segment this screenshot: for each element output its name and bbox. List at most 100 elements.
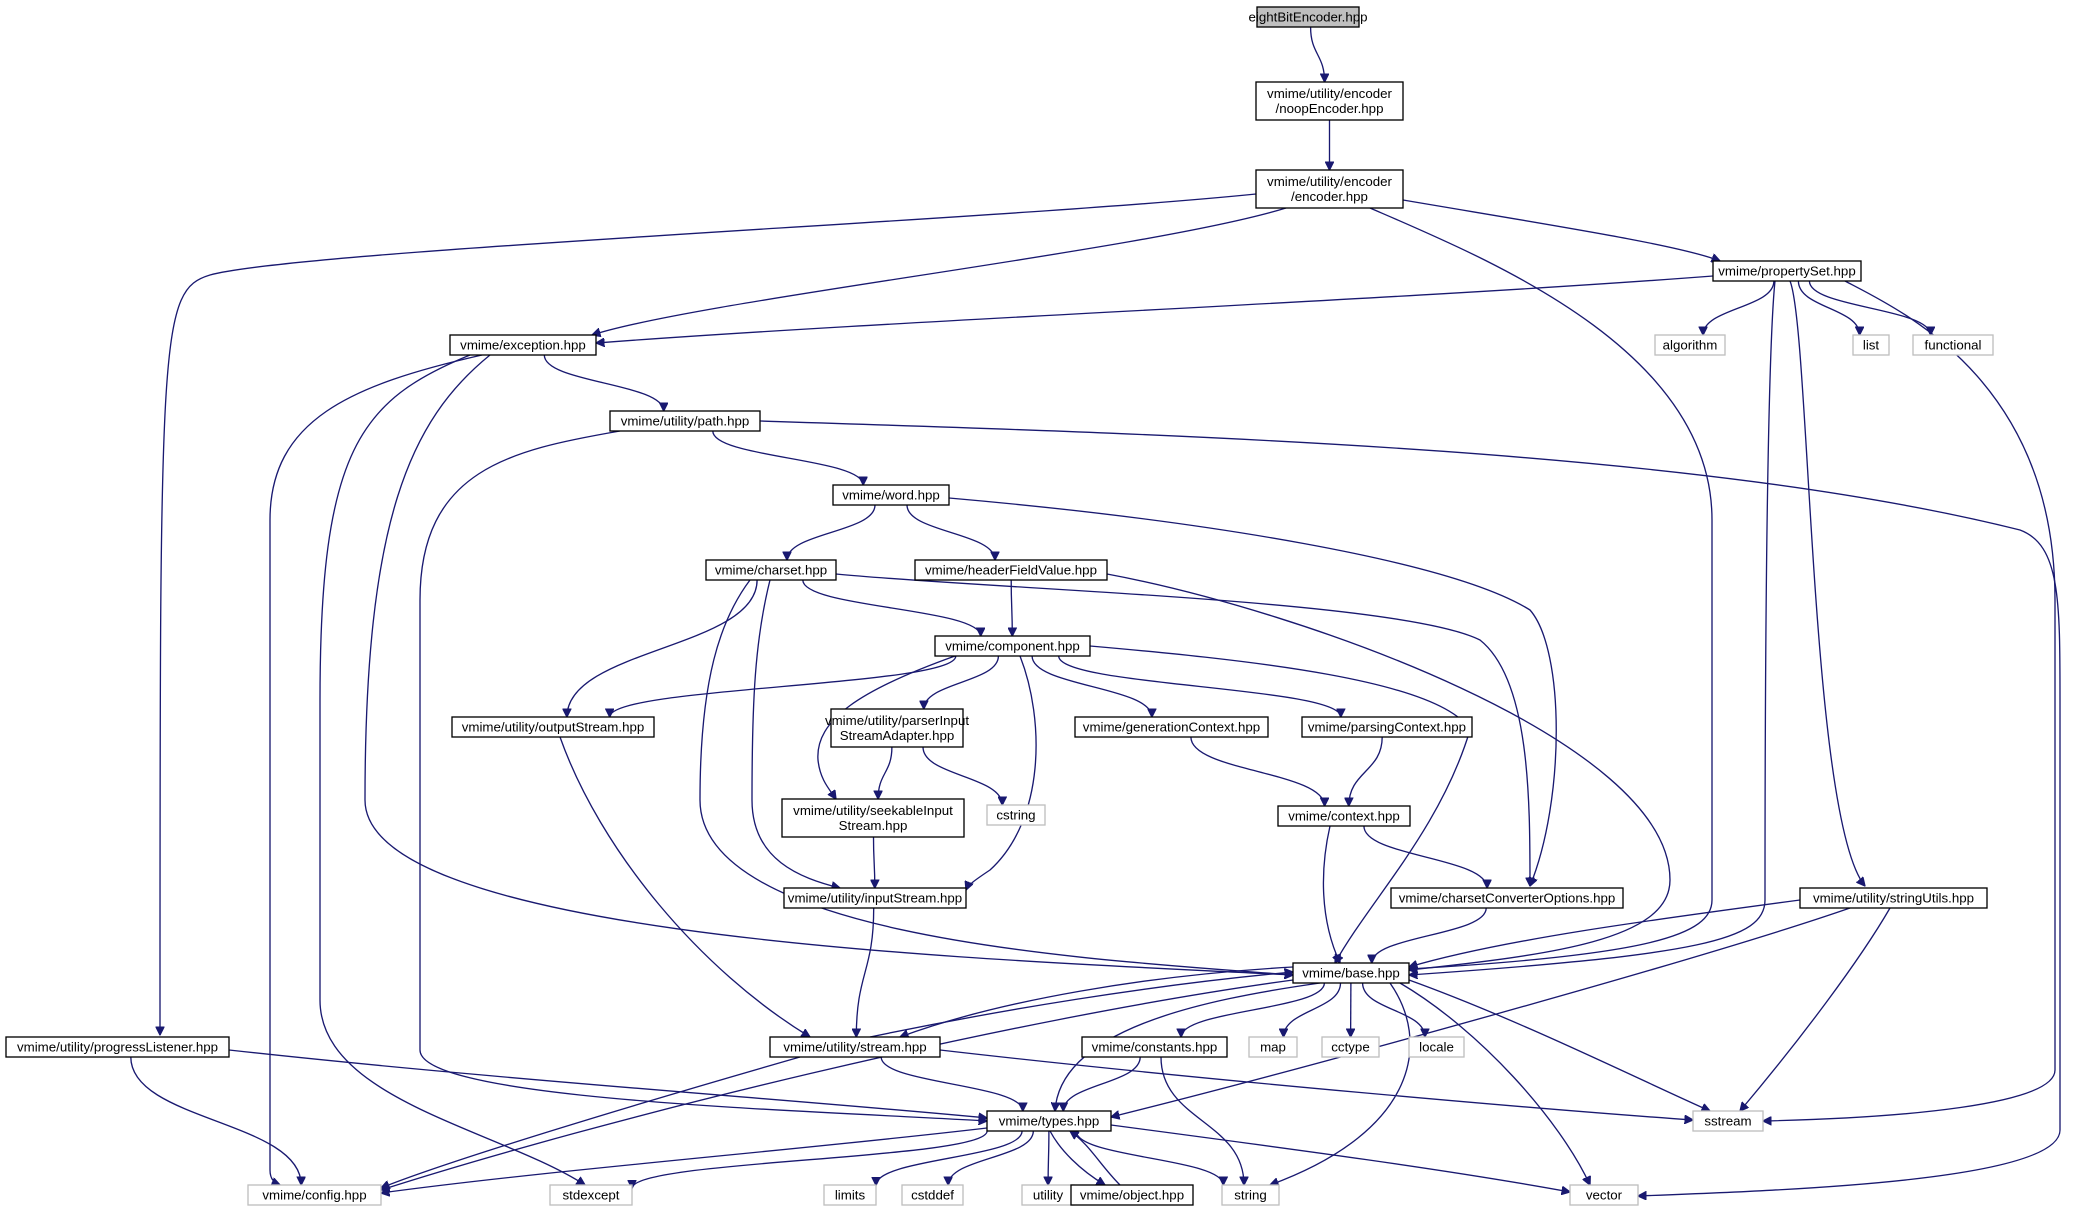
node-label-types: vmime/types.hpp (999, 1114, 1100, 1129)
node-label-noopEncoder-line-1: vmime/utility/encoder (1267, 86, 1392, 101)
node-box-cstddef (901, 1184, 964, 1206)
node-word[interactable]: vmime/word.hpp (832, 484, 950, 506)
node-label-cstring: cstring (996, 808, 1035, 823)
node-object[interactable]: vmime/object.hpp (1070, 1184, 1194, 1206)
node-box-cctype (1321, 1036, 1380, 1058)
node-label-noopEncoder-line-2: /noopEncoder.hpp (1276, 101, 1384, 116)
edge-component-to-outputStream (610, 655, 957, 717)
edge-stringUtils-to-base (1409, 899, 1801, 967)
node-propertySet[interactable]: vmime/propertySet.hpp (1712, 260, 1862, 282)
node-inputStream[interactable]: vmime/utility/inputStream.hpp (783, 887, 967, 909)
node-parserInputStreamAdapter[interactable]: vmime/utility/parserInputStreamAdapter.h… (825, 708, 969, 748)
edge-constants-to-string (1160, 1056, 1244, 1185)
node-box-path (609, 410, 761, 432)
node-box-parserInputStreamAdapter (830, 708, 964, 748)
node-charset[interactable]: vmime/charset.hpp (705, 559, 837, 581)
edge-stream-to-base (869, 972, 1293, 1038)
edge-charset-to-inputStream (751, 579, 840, 888)
edge-context-to-charsetConverterOptions (1363, 825, 1487, 888)
node-box-outputStream (451, 716, 655, 738)
node-box-charset (705, 559, 837, 581)
edge-charset-to-component (802, 579, 981, 636)
node-label-path: vmime/utility/path.hpp (621, 414, 750, 429)
node-label-parserInputStreamAdapter-line-1: vmime/utility/parserInput (825, 713, 969, 728)
node-label-parsingContext: vmime/parsingContext.hpp (1308, 720, 1466, 735)
node-box-constants (1081, 1036, 1228, 1058)
node-outputStream[interactable]: vmime/utility/outputStream.hpp (451, 716, 655, 738)
node-eightBitEncoder[interactable]: eightBitEncoder.hpp (1248, 6, 1368, 28)
node-cstddef: cstddef (901, 1184, 964, 1206)
node-path[interactable]: vmime/utility/path.hpp (609, 410, 761, 432)
edge-types-to-vector (1110, 1124, 1570, 1192)
node-types[interactable]: vmime/types.hpp (986, 1110, 1112, 1132)
node-box-string (1221, 1184, 1280, 1206)
node-label-stringUtils: vmime/utility/stringUtils.hpp (1813, 891, 1974, 906)
node-box-seekableInputStream (781, 798, 965, 838)
node-component[interactable]: vmime/component.hpp (934, 635, 1091, 657)
edge-types-to-stdexcept (632, 1130, 988, 1188)
node-label-config: vmime/config.hpp (262, 1188, 366, 1203)
edge-eightBitEncoder-to-noopEncoder (1309, 26, 1325, 82)
node-label-locale: locale (1419, 1040, 1454, 1055)
node-parsingContext[interactable]: vmime/parsingContext.hpp (1301, 716, 1473, 738)
edge-propertySet-to-functional (1808, 280, 1930, 335)
node-stringUtils[interactable]: vmime/utility/stringUtils.hpp (1799, 887, 1988, 909)
node-box-parsingContext (1301, 716, 1473, 738)
node-label-base: vmime/base.hpp (1302, 966, 1400, 981)
edge-progressListener-to-types (228, 1049, 987, 1118)
edge-exception-to-base (364, 354, 1293, 975)
edge-seekableInputStream-to-inputStream (874, 836, 875, 888)
edge-types-to-object (1049, 1130, 1105, 1185)
node-sstream: sstream (1692, 1110, 1764, 1132)
node-context[interactable]: vmime/context.hpp (1277, 805, 1411, 827)
node-label-headerFieldValue: vmime/headerFieldValue.hpp (925, 563, 1097, 578)
node-string: string (1221, 1184, 1280, 1206)
node-label-propertySet: vmime/propertySet.hpp (1718, 264, 1855, 279)
edge-propertySet-to-list (1797, 280, 1859, 335)
node-box-stdexcept (549, 1184, 633, 1206)
edge-path-to-vector (759, 420, 2061, 1196)
node-label-object: vmime/object.hpp (1080, 1188, 1184, 1203)
edge-exception-to-config (269, 354, 483, 1185)
node-label-cctype: cctype (1331, 1040, 1369, 1055)
node-vector: vector (1569, 1184, 1639, 1206)
node-box-component (934, 635, 1091, 657)
edge-parserInputStreamAdapter-to-seekableInputStream (878, 746, 893, 799)
node-encoder[interactable]: vmime/utility/encoder/encoder.hpp (1255, 169, 1404, 209)
node-noopEncoder[interactable]: vmime/utility/encoder/noopEncoder.hpp (1255, 81, 1404, 121)
node-base[interactable]: vmime/base.hpp (1292, 962, 1410, 984)
node-label-context: vmime/context.hpp (1288, 809, 1400, 824)
node-box-noopEncoder (1255, 81, 1404, 121)
edge-base-to-types (1055, 982, 1321, 1111)
node-label-cstddef: cstddef (911, 1188, 954, 1203)
edge-charset-to-outputStream (567, 579, 758, 717)
node-label-charset: vmime/charset.hpp (715, 563, 827, 578)
node-box-list (1852, 334, 1890, 356)
edge-stringUtils-to-types (1111, 907, 1851, 1117)
node-label-exception: vmime/exception.hpp (460, 338, 586, 353)
node-constants[interactable]: vmime/constants.hpp (1081, 1036, 1228, 1058)
node-progressListener[interactable]: vmime/utility/progressListener.hpp (5, 1036, 230, 1058)
edge-outputStream-to-stream (559, 736, 810, 1037)
edge-base-to-sstream (1408, 979, 1710, 1111)
edge-encoder-to-progressListener (160, 193, 1257, 1035)
edge-exception-to-stdexcept (319, 354, 585, 1185)
node-headerFieldValue[interactable]: vmime/headerFieldValue.hpp (914, 559, 1108, 581)
edge-stringUtils-to-sstream (1740, 907, 1891, 1111)
node-generationContext[interactable]: vmime/generationContext.hpp (1074, 716, 1269, 738)
node-box-types (986, 1110, 1112, 1132)
node-list: list (1852, 334, 1890, 356)
node-label-map: map (1260, 1040, 1286, 1055)
node-stream[interactable]: vmime/utility/stream.hpp (769, 1036, 941, 1058)
node-box-vector (1569, 1184, 1639, 1206)
edge-exception-to-path (543, 354, 663, 411)
node-exception[interactable]: vmime/exception.hpp (449, 334, 597, 356)
node-charsetConverterOptions[interactable]: vmime/charsetConverterOptions.hpp (1390, 887, 1624, 909)
node-label-list: list (1863, 338, 1880, 353)
node-box-map (1248, 1036, 1298, 1058)
node-box-progressListener (5, 1036, 230, 1058)
edge-types-to-string (1075, 1130, 1223, 1185)
node-label-word: vmime/word.hpp (842, 488, 940, 503)
